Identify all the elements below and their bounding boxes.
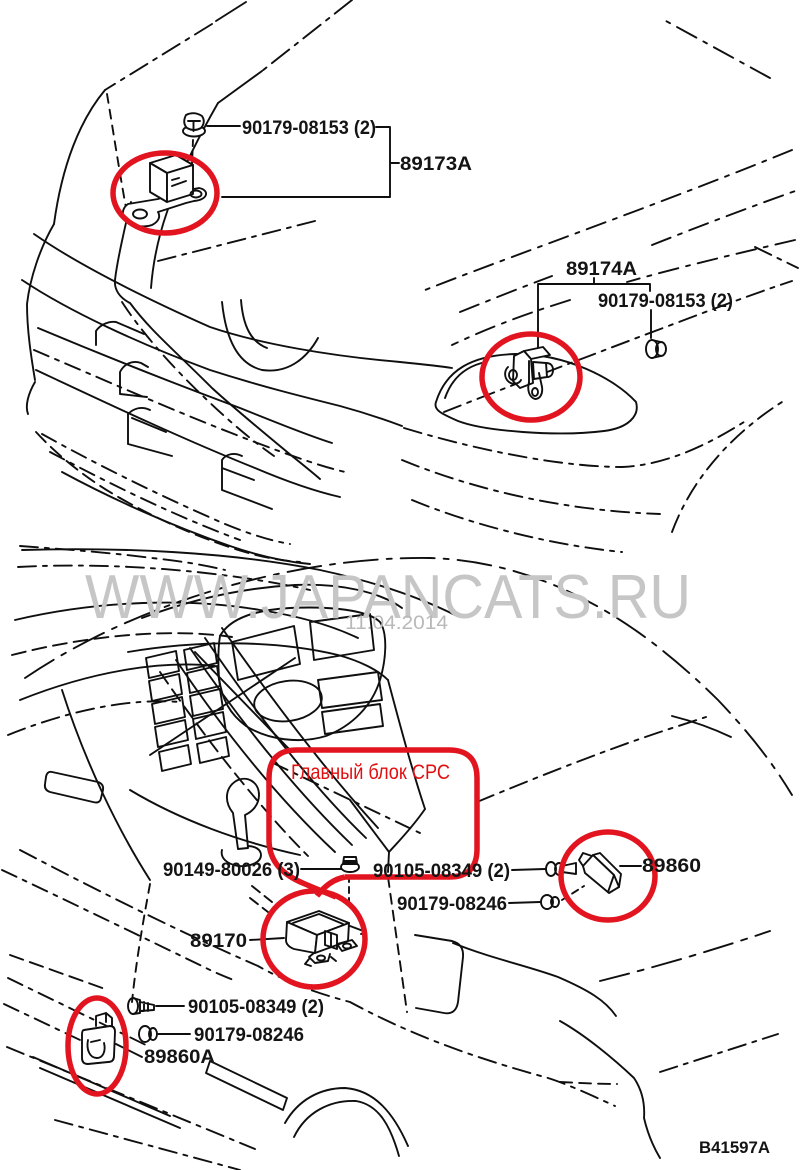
svg-text:90179-08153 (2): 90179-08153 (2) — [598, 291, 733, 312]
svg-text:90105-08349 (2): 90105-08349 (2) — [373, 861, 510, 882]
svg-text:11.04.2014: 11.04.2014 — [345, 613, 448, 634]
svg-text:90149-80026 (3): 90149-80026 (3) — [163, 860, 300, 881]
svg-text:WWW.JAPANCATS.RU: WWW.JAPANCATS.RU — [85, 563, 691, 632]
svg-text:89174A: 89174A — [566, 259, 637, 280]
svg-text:90105-08349 (2): 90105-08349 (2) — [188, 997, 324, 1018]
svg-text:89173A: 89173A — [400, 154, 472, 175]
svg-text:90179-08246: 90179-08246 — [194, 1025, 304, 1046]
svg-text:89860A: 89860A — [144, 1047, 215, 1068]
svg-text:89860: 89860 — [642, 856, 701, 877]
svg-text:Главный блок СРС: Главный блок СРС — [291, 761, 450, 784]
svg-text:89170: 89170 — [190, 931, 247, 952]
svg-text:90179-08246: 90179-08246 — [397, 894, 507, 915]
svg-text:B41597A: B41597A — [699, 1138, 770, 1157]
svg-text:90179-08153 (2): 90179-08153 (2) — [242, 118, 376, 139]
